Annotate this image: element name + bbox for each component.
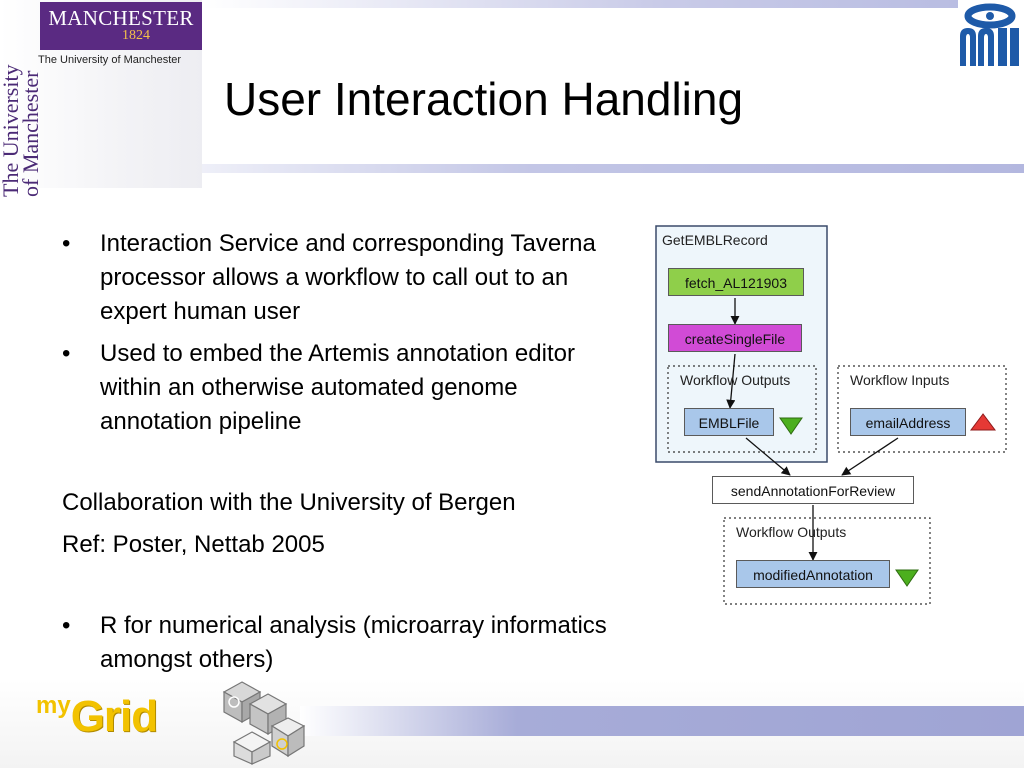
group-workflow-inputs xyxy=(837,365,1007,453)
node-email-address[interactable]: emailAddress xyxy=(850,408,966,436)
workflow-diagram: GetEMBLRecord Workflow Outputs Workflow … xyxy=(650,220,1020,610)
output-marker-icon xyxy=(779,417,803,435)
group-workflow-outputs-inner xyxy=(667,365,817,453)
mygrid-logo-my: my xyxy=(36,692,71,719)
cubes-icon xyxy=(222,681,306,765)
page-title: User Interaction Handling xyxy=(224,73,744,125)
bullet-item: R for numerical analysis (microarray inf… xyxy=(62,609,622,677)
bullet-list-2: R for numerical analysis (microarray inf… xyxy=(62,609,622,685)
bullet-list: Interaction Service and corresponding Ta… xyxy=(62,227,622,447)
vertical-wordmark: The University of Manchester xyxy=(0,27,45,197)
edge-create-emblfile xyxy=(726,353,736,409)
node-modified-annotation[interactable]: modifiedAnnotation xyxy=(736,560,890,588)
group-label-workflow-inputs: Workflow Inputs xyxy=(850,372,950,388)
footer-bar xyxy=(300,706,1024,736)
group-workflow-outputs-bottom xyxy=(723,517,931,605)
manchester-logo-name: MANCHESTER xyxy=(48,6,194,30)
mii-logo-icon xyxy=(960,3,1019,66)
manchester-logo-year: 1824 xyxy=(122,28,150,43)
edge-email-send xyxy=(841,437,899,476)
output-marker-icon xyxy=(895,569,919,587)
node-create-single-file[interactable]: createSingleFile xyxy=(668,324,802,352)
bullet-item: Used to embed the Artemis annotation edi… xyxy=(62,337,622,439)
manchester-logo: MANCHESTER 1824 xyxy=(40,2,202,50)
group-label-getemblrecord: GetEMBLRecord xyxy=(662,232,768,248)
top-rule xyxy=(202,0,958,8)
node-send-annotation[interactable]: sendAnnotationForReview xyxy=(712,476,914,504)
group-label-workflow-outputs: Workflow Outputs xyxy=(680,372,791,388)
reference-text: Ref: Poster, Nettab 2005 xyxy=(62,531,325,558)
vertical-wordmark-line2: of Manchester xyxy=(18,70,43,197)
input-marker-icon xyxy=(970,413,996,431)
node-emblfile[interactable]: EMBLFile xyxy=(684,408,774,436)
group-label-workflow-outputs-bottom: Workflow Outputs xyxy=(736,524,847,540)
bullet-item: Interaction Service and corresponding Ta… xyxy=(62,227,622,329)
title-rule xyxy=(202,164,1024,173)
mygrid-logo-grid: Grid xyxy=(70,692,158,741)
manchester-logo-subtitle: The University of Manchester xyxy=(38,54,182,66)
collaboration-text: Collaboration with the University of Ber… xyxy=(62,489,516,516)
edge-emblfile-send xyxy=(745,437,791,476)
mygrid-logo: myGrid xyxy=(36,692,158,742)
node-fetch[interactable]: fetch_AL121903 xyxy=(668,268,804,296)
